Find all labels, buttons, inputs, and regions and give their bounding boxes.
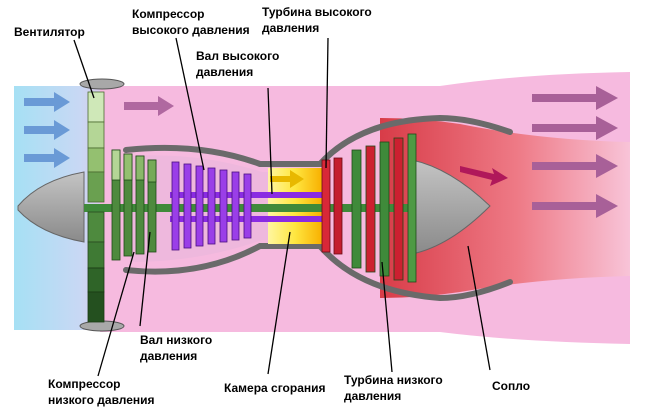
- arrow-right-icon: [460, 166, 508, 186]
- label-hp-turbine-1: Турбина высокого: [262, 5, 372, 19]
- lp-turbine-stages: [351, 133, 417, 283]
- label-hp-compressor-1: Компрессор: [132, 7, 204, 21]
- label-lp-shaft-2: давления: [140, 349, 197, 363]
- label-fan: Вентилятор: [14, 25, 85, 39]
- label-hp-shaft-2: давления: [196, 65, 253, 79]
- arrow-right-icon: [532, 86, 618, 218]
- arrow-right-icon: [24, 92, 70, 168]
- outer-casing-top: [123, 114, 513, 167]
- lp-compressor-stages: [111, 149, 157, 261]
- exhaust-cone: [411, 159, 491, 255]
- arrow-right-icon: [124, 96, 174, 116]
- label-hp-compressor-2: высокого давления: [132, 23, 250, 37]
- label-lp-compressor-2: низкого давления: [48, 393, 155, 407]
- fan-cowl-top: [79, 78, 125, 90]
- label-lp-turbine-2: давления: [344, 389, 401, 403]
- fan-cowl-bottom: [79, 320, 125, 332]
- label-lp-shaft-1: Вал низкого: [140, 333, 212, 347]
- label-hp-turbine-2: давления: [262, 21, 319, 35]
- leader-lines: [73, 37, 491, 377]
- hp-compressor-stages: [171, 161, 252, 251]
- arrow-right-icon: [270, 170, 304, 188]
- fan-blades: [87, 91, 105, 323]
- labels: Вентилятор Компрессор высокого давления …: [14, 5, 530, 407]
- label-hp-shaft-1: Вал высокого: [196, 49, 279, 63]
- label-combustor: Камера сгорания: [224, 381, 326, 395]
- inlet-spinner: [17, 171, 85, 243]
- label-lp-turbine-1: Турбина низкого: [344, 373, 443, 387]
- outer-casing-bottom: [123, 243, 513, 302]
- label-nozzle: Сопло: [492, 379, 530, 393]
- label-lp-compressor-1: Компрессор: [48, 377, 120, 391]
- flow-arrows: [24, 86, 618, 218]
